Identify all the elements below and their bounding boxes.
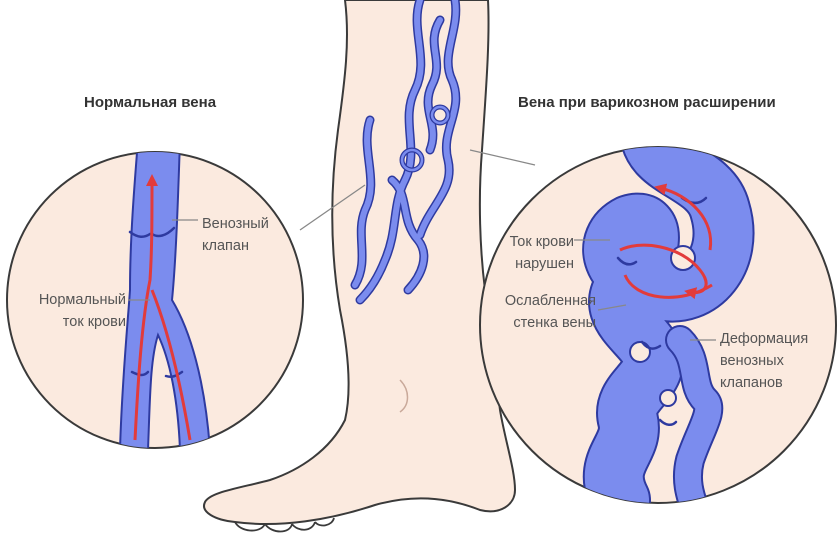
disrupted-flow-arrows — [619, 183, 713, 300]
leg-veins — [350, 0, 461, 305]
valve-deformation-label: Деформация венозных клапанов — [720, 331, 809, 391]
leg-illustration — [203, 0, 517, 533]
weakened-wall-label: Ослабленная стенка вены — [504, 293, 596, 331]
varicose-vein-magnifier — [479, 146, 837, 504]
leader-left — [299, 184, 366, 231]
venous-valve-label: Венозный клапан — [202, 216, 269, 254]
normal-vein-title: Нормальная вена — [84, 94, 217, 111]
leader-right — [469, 149, 536, 166]
normal-flow-label: Нормальный ток крови — [38, 292, 126, 330]
disrupted-flow-label: Ток крови нарушен — [509, 234, 574, 272]
varicose-vein-title: Вена при варикозном расширении — [518, 94, 776, 111]
normal-flow-arrow — [133, 174, 158, 441]
varicose-vein — [582, 147, 755, 503]
toes — [234, 517, 335, 533]
normal-valves — [128, 226, 184, 379]
normal-vein-magnifier — [6, 151, 304, 449]
normal-vein — [118, 152, 212, 448]
